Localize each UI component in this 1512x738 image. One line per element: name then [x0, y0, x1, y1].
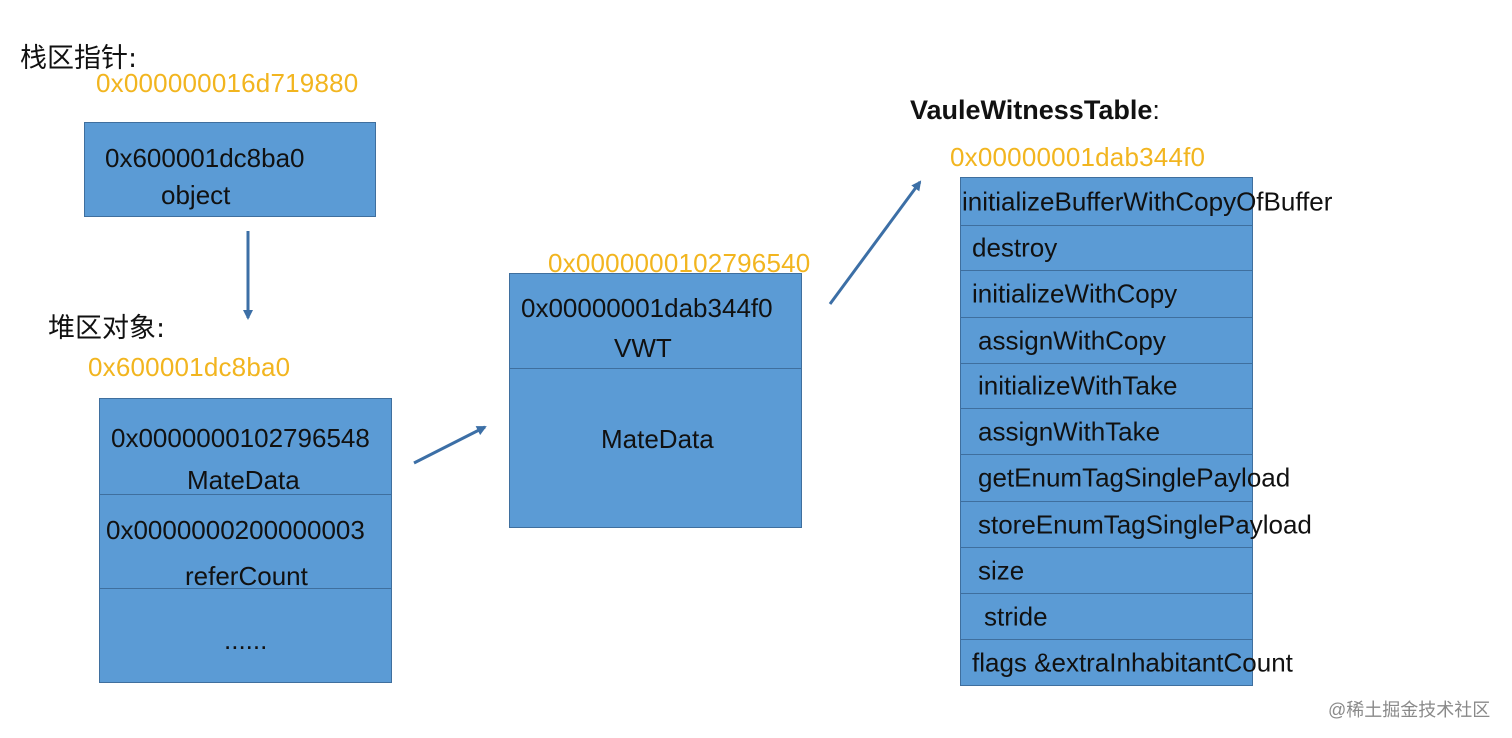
heap-cell-metadata: 0x0000000102796548 MateData — [100, 399, 391, 495]
vwt-row-label: size — [978, 555, 1025, 585]
vwt-row-label: initializeWithCopy — [972, 278, 1178, 309]
stack-heading: 栈区指针: — [20, 43, 138, 74]
heap-cell-label: referCount — [185, 561, 308, 591]
stack-box-label: object — [161, 180, 231, 210]
vwt-row-label: initializeBufferWithCopyOfBuffer — [962, 186, 1333, 216]
stack-box-value: 0x600001dc8ba0 — [105, 143, 305, 173]
vwt-row-label: assignWithTake — [978, 416, 1161, 446]
vwt-row: initializeBufferWithCopyOfBuffer — [961, 178, 1332, 225]
vwt-address: 0x00000001dab344f0 — [950, 142, 1206, 172]
vwt-row-label: storeEnumTagSinglePayload — [978, 509, 1312, 539]
heap-cell-refcount: 0x0000000200000003 referCount — [100, 494, 391, 591]
vwt-row: initializeWithCopy — [961, 270, 1252, 317]
heap-address: 0x600001dc8ba0 — [88, 352, 291, 382]
metadata-box: 0x00000001dab344f0 VWT MateData — [509, 273, 802, 528]
stack-address: 0x000000016d719880 — [96, 68, 359, 98]
vwt-title-colon: : — [1152, 95, 1160, 125]
metadata-cell-value: 0x00000001dab344f0 — [521, 293, 773, 323]
metadata-cell-metadata: MateData — [510, 368, 801, 527]
vwt-row: destroy — [961, 225, 1252, 270]
heap-object-box: 0x0000000102796548 MateData 0x0000000200… — [99, 398, 392, 683]
vwt-row: assignWithTake — [961, 408, 1252, 454]
vwt-row: stride — [961, 593, 1252, 639]
metadata-cell2-label: MateData — [601, 424, 714, 454]
vwt-box: initializeBufferWithCopyOfBuffer destroy i… — [960, 177, 1332, 686]
vwt-row: initializeWithTake — [961, 363, 1252, 408]
vwt-row: assignWithCopy — [961, 317, 1252, 363]
vwt-title: VauleWitnessTable: — [910, 95, 1160, 126]
stack-pointer-box: 0x600001dc8ba0 object — [84, 122, 376, 217]
vwt-row-label: flags &extraInhabitantCount — [972, 647, 1293, 678]
metadata-cell-label: VWT — [614, 333, 672, 363]
heap-cell-value: 0x0000000102796548 — [111, 423, 370, 453]
vwt-row: getEnumTagSinglePayload — [961, 454, 1290, 501]
vwt-row-label: assignWithCopy — [978, 325, 1166, 355]
heap-cell-ellipsis: ...... — [224, 625, 268, 655]
watermark: @稀土掘金技术社区 — [1328, 700, 1491, 720]
vwt-row: flags &extraInhabitantCount — [961, 639, 1293, 686]
heap-cell-more: ...... — [100, 588, 391, 682]
vwt-row: size — [961, 547, 1252, 593]
vwt-row-label: stride — [984, 601, 1048, 631]
heap-cell-label: MateData — [187, 465, 300, 495]
vwt-row-label: initializeWithTake — [978, 370, 1178, 401]
heap-cell-value: 0x0000000200000003 — [106, 515, 365, 545]
metadata-cell-vwt: 0x00000001dab344f0 VWT — [510, 274, 801, 368]
vwt-row-label: getEnumTagSinglePayload — [978, 462, 1291, 493]
vwt-row-label: destroy — [972, 232, 1058, 263]
arrow-metadata-to-vwt — [828, 180, 922, 305]
vwt-title-text: VauleWitnessTable — [910, 95, 1153, 125]
heap-heading: 堆区对象: — [48, 313, 166, 344]
vwt-row: storeEnumTagSinglePayload — [961, 501, 1312, 547]
arrow-heap-to-metadata — [413, 425, 487, 465]
